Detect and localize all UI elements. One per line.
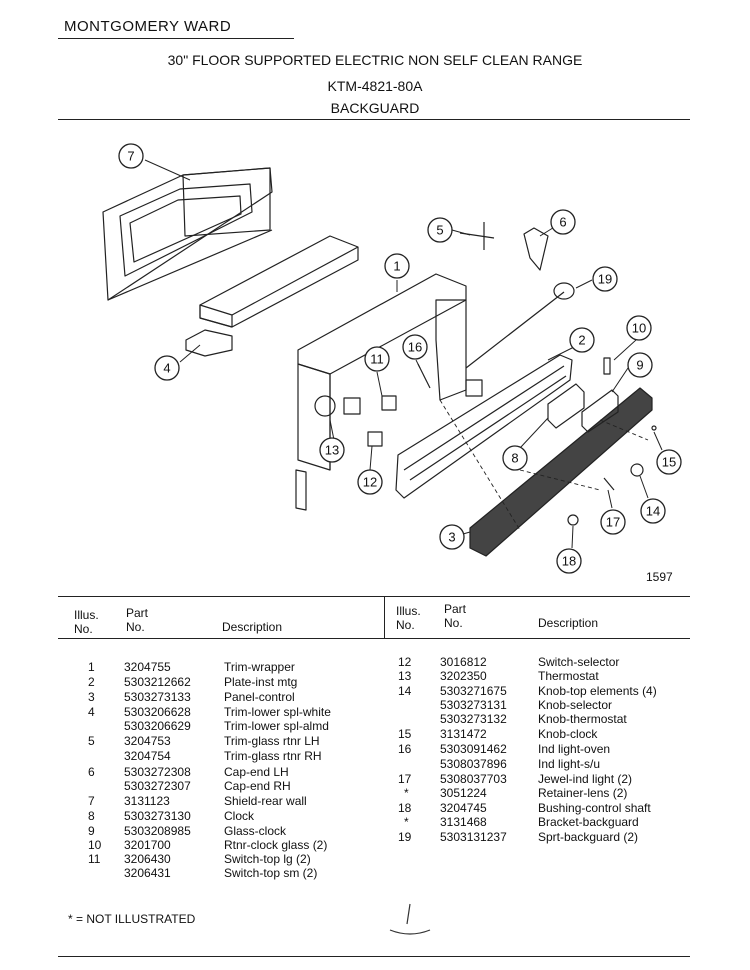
left-header-description: Description	[222, 620, 283, 634]
part-glass-clock	[581, 389, 619, 433]
callout-label-14: 14	[646, 504, 660, 519]
page-bottom-rule	[58, 956, 690, 957]
callout-9	[627, 352, 653, 378]
table-center-divider	[384, 596, 385, 638]
callout-5	[427, 217, 453, 243]
callout-6	[550, 209, 576, 235]
callout-label-7: 7	[127, 149, 134, 164]
callout-3	[439, 524, 465, 550]
callout-label-17: 17	[606, 515, 620, 530]
callouts	[118, 143, 682, 574]
table-top-rule	[58, 596, 690, 597]
callout-10	[626, 315, 652, 341]
footnote: * = NOT ILLUSTRATED	[68, 912, 196, 926]
page-title: 30" FLOOR SUPPORTED ELECTRIC NON SELF CL…	[167, 52, 583, 68]
right-header-description: Description	[538, 616, 599, 630]
callout-2	[569, 327, 595, 353]
part-panel-control	[469, 387, 653, 557]
callout-15	[656, 449, 682, 475]
callout-8	[502, 445, 528, 471]
callout-1	[384, 253, 410, 279]
callout-18	[556, 548, 582, 574]
callout-label-10: 10	[632, 321, 646, 336]
brand-name: MONTGOMERY WARD	[64, 18, 232, 35]
callout-16	[402, 334, 428, 360]
part-clock	[547, 383, 585, 429]
exploded-parts-diagram: 7 4 5 6 1 19 2 10 9 16 11 8 13 12 3 15 1…	[102, 143, 682, 574]
header-divider	[58, 119, 690, 120]
callout-label-13: 13	[325, 443, 339, 458]
figure-number: 1597	[646, 570, 673, 584]
model-number: KTM-4821-80A	[327, 78, 423, 94]
part-trim-lower-spl	[185, 235, 359, 357]
assembly-lines	[439, 399, 649, 531]
callout-label-3: 3	[448, 530, 455, 545]
callout-label-1: 1	[393, 259, 400, 274]
callout-12	[357, 469, 383, 495]
part-shield-rear-wall	[102, 167, 273, 301]
callout-label-4: 4	[163, 361, 170, 376]
callout-label-18: 18	[562, 554, 576, 569]
part-small-hardware	[567, 357, 657, 526]
callout-17	[600, 509, 626, 535]
brand-underline	[58, 38, 294, 39]
callout-label-5: 5	[436, 223, 443, 238]
table-header-rule	[58, 638, 690, 639]
part-cap-end	[523, 227, 549, 271]
callout-label-6: 6	[559, 215, 566, 230]
right-header-illus: Illus.No.	[396, 604, 421, 632]
leader-lines	[144, 159, 663, 549]
callout-7	[118, 143, 144, 169]
callout-labels: 7 4 5 6 1 19 2 10 9 16 11 8 13 12 3 15 1…	[127, 149, 676, 569]
left-header-illus: Illus.No.	[74, 608, 99, 636]
callout-label-19: 19	[598, 272, 612, 287]
callout-4	[154, 355, 180, 381]
callout-14	[640, 498, 666, 524]
part-trim-glass	[459, 222, 495, 250]
section-title: BACKGUARD	[330, 100, 420, 116]
callout-label-8: 8	[511, 451, 518, 466]
callout-label-12: 12	[363, 475, 377, 490]
callout-label-2: 2	[578, 333, 585, 348]
scan-mark	[389, 903, 431, 935]
callout-label-9: 9	[636, 358, 643, 373]
callout-label-15: 15	[662, 455, 676, 470]
part-plate-inst-mtg	[395, 354, 573, 499]
callout-label-16: 16	[408, 340, 422, 355]
part-switches	[314, 363, 483, 447]
callout-13	[319, 437, 345, 463]
callout-19	[592, 266, 618, 292]
part-sprt-backguard	[465, 282, 575, 369]
callout-label-11: 11	[370, 352, 384, 367]
callout-11	[364, 346, 390, 372]
